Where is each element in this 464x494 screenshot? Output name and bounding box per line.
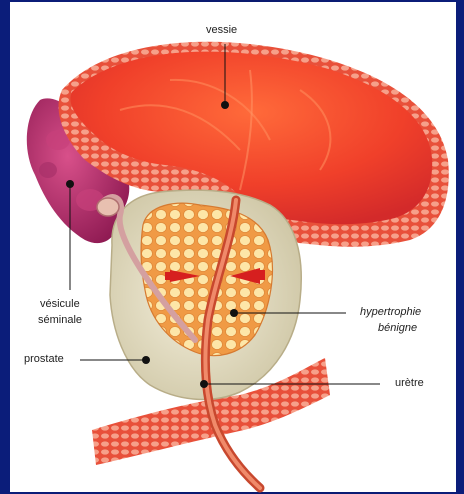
uretre-dot	[200, 380, 208, 388]
hypertrophie-dot	[230, 309, 238, 317]
prostate-dot	[142, 356, 150, 364]
label-hypertrophie-line2: bénigne	[378, 322, 417, 335]
label-vesicule-line1: vésicule	[40, 298, 80, 311]
label-hypertrophie-line1: hypertrophie	[360, 306, 421, 319]
label-vessie: vessie	[206, 24, 237, 37]
label-uretre: urètre	[395, 377, 424, 390]
vesicule-dot	[66, 180, 74, 188]
vessie-dot	[221, 101, 229, 109]
label-vesicule-line2: séminale	[38, 314, 82, 327]
label-prostate: prostate	[24, 353, 64, 366]
